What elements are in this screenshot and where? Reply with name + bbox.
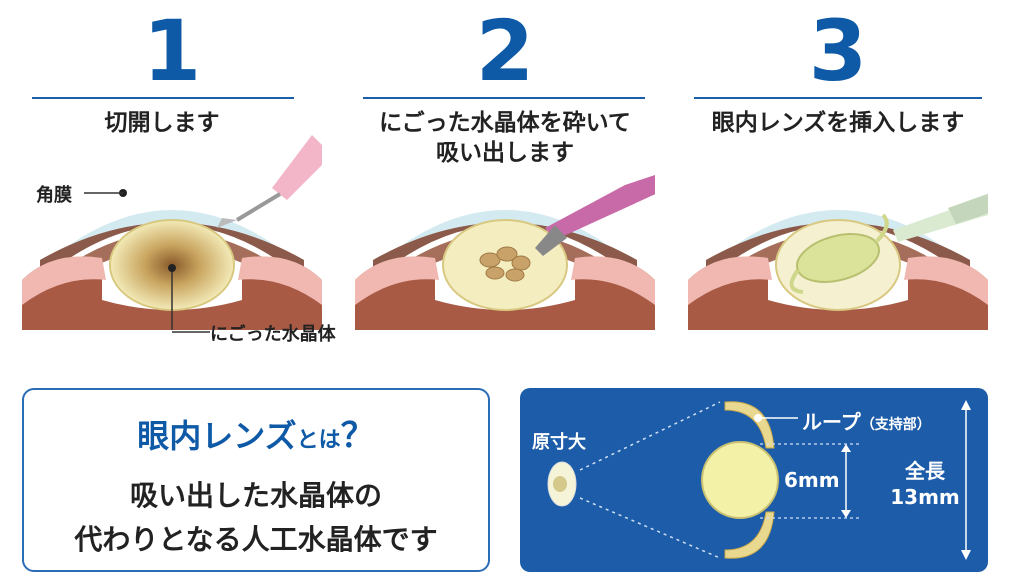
iris [373,222,637,280]
cornea-label: 角膜 [36,185,72,206]
step-divider [694,97,982,99]
iol-size-panel: 原寸大 ループ（支持部） 6mm 全長 13mm [520,388,988,572]
iol-loop-bottom [724,511,775,559]
step-number: 2 [475,2,535,100]
step-number: 3 [808,2,868,100]
loop-label-note: （支持部） [860,417,931,433]
cornea [360,210,650,292]
phaco-probe-icon [535,175,655,256]
cornea [27,210,317,292]
step-divider [363,97,645,99]
info-title-suffix: とは [296,428,341,453]
scalpel-icon [217,135,322,228]
step-1: 1 切開します [22,0,322,360]
step-caption-line: 切開します [104,110,220,136]
total-length-value: 13mm [890,485,960,509]
step-caption-line: 眼内レンズを挿入します [711,110,965,136]
info-body: 吸い出した水晶体の 代わりとなる人工水晶体です [24,474,488,562]
actual-size-label: 原寸大 [532,432,586,453]
step-2: 2 にごった水晶体を砕いて 吸い出します [355,0,655,360]
loop-label: ループ（支持部） [802,406,931,435]
step-caption-line: にごった水晶体を砕いて [379,110,631,136]
total-length-title: 全長 [905,459,945,483]
info-body-line: 代わりとなる人工水晶体です [74,523,438,556]
iol-optic [796,233,880,283]
eye-illustration-iol-insertion [688,193,988,330]
iris [40,222,304,280]
iol-definition-box: 眼内レンズとは？ 吸い出した水晶体の 代わりとなる人工水晶体です [22,388,490,572]
step-caption: 切開します [2,108,322,138]
step-caption: 眼内レンズを挿入します [678,108,998,138]
step-caption-line: 吸い出します [436,140,574,166]
step-3: 3 眼内レンズを挿入します [688,0,988,360]
iol-optic [701,441,779,519]
loop-label-main: ループ [802,410,861,434]
step-caption: にごった水晶体を砕いて 吸い出します [345,108,665,168]
lens-fragments [479,246,531,282]
lens-capsule [442,219,568,311]
info-title: 眼内レンズとは？ [24,408,488,457]
eye-illustration-incision [22,135,322,330]
info-title-main: 眼内レンズ [137,417,297,455]
iol-loop-top [724,401,775,449]
optic-size-label: 6mm [784,468,840,492]
question-mark: ？ [340,416,375,456]
injector-icon [893,193,988,242]
step-divider [32,97,294,99]
eye-illustration-phaco [355,175,655,330]
total-length-label: 全長 13mm [890,458,960,510]
callout-leader [172,331,210,333]
step-number: 1 [142,2,202,100]
iol-diagram [547,400,971,560]
info-body-line: 吸い出した水晶体の [129,479,382,512]
cloudy-lens-label: にごった水晶体 [210,324,336,345]
